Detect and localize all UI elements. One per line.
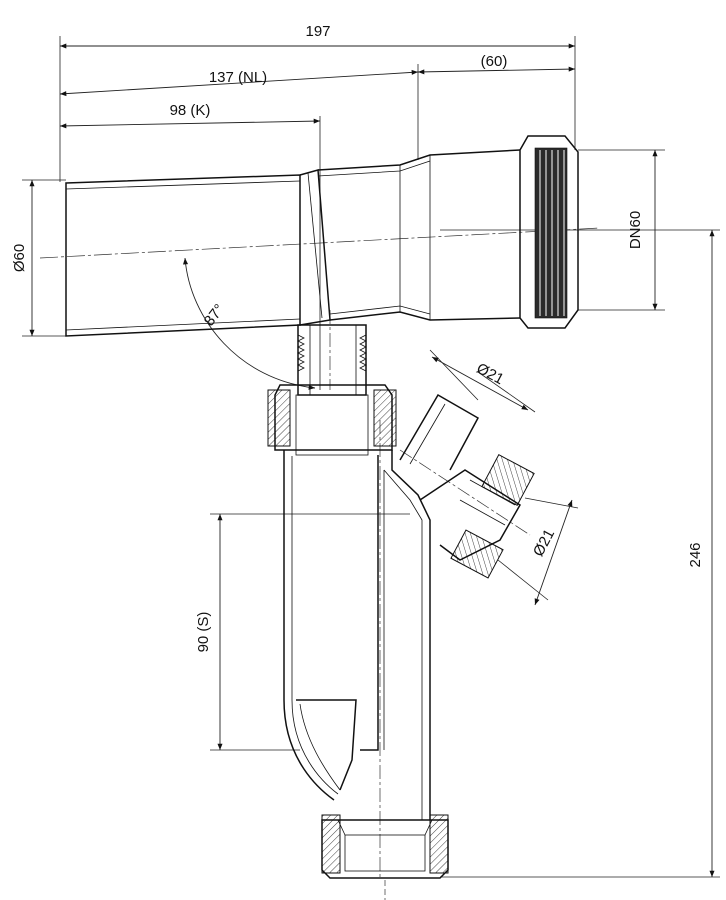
outlet-nut-left: [321, 814, 341, 874]
socket-seal-ribs: [539, 150, 565, 316]
dimension-pipe-diameter: Ø60: [11, 179, 66, 337]
nut-left: [267, 389, 291, 447]
angle-label: 87°: [201, 301, 228, 329]
nut-right: [373, 389, 397, 447]
branch-diameter-bottom-label: Ø21: [530, 526, 558, 559]
dimension-angle: 87°: [182, 257, 316, 390]
dimension-socket-length: (60): [417, 53, 576, 75]
dimension-overall-height: 246: [440, 229, 720, 878]
branch-nut-bottom: [450, 529, 504, 579]
overall-height-label: 246: [687, 542, 704, 567]
k-length-label: 98 (K): [170, 102, 211, 119]
thread-left: [297, 334, 305, 372]
thread-right: [359, 334, 367, 372]
socket-length-label: (60): [481, 53, 508, 70]
dimension-branch-diameter-top: Ø21: [429, 349, 536, 413]
branch-diameter-top-label: Ø21: [474, 360, 507, 388]
outlet-nut-right: [429, 814, 449, 874]
s-length-label: 90 (S): [195, 612, 212, 653]
trap-body: [283, 450, 431, 820]
threaded-connector: [267, 324, 397, 456]
dimension-overall-length: 197: [59, 23, 576, 182]
overall-length-label: 197: [305, 23, 330, 40]
nominal-length-label: 137 (NL): [209, 69, 267, 86]
dimension-nominal-length: 137 (NL): [59, 64, 419, 160]
branch-nut-top: [481, 454, 535, 506]
center-lines: [39, 227, 601, 900]
dimension-s-length: 90 (S): [195, 513, 410, 751]
bottom-outlet: [321, 814, 449, 879]
dimension-k-length: 98 (K): [59, 102, 321, 390]
pipe-diameter-label: Ø60: [11, 244, 28, 272]
main-pipe: [65, 135, 579, 337]
dimension-branch-diameter-bottom: Ø21: [497, 497, 579, 606]
branch-inlet: [399, 393, 535, 579]
